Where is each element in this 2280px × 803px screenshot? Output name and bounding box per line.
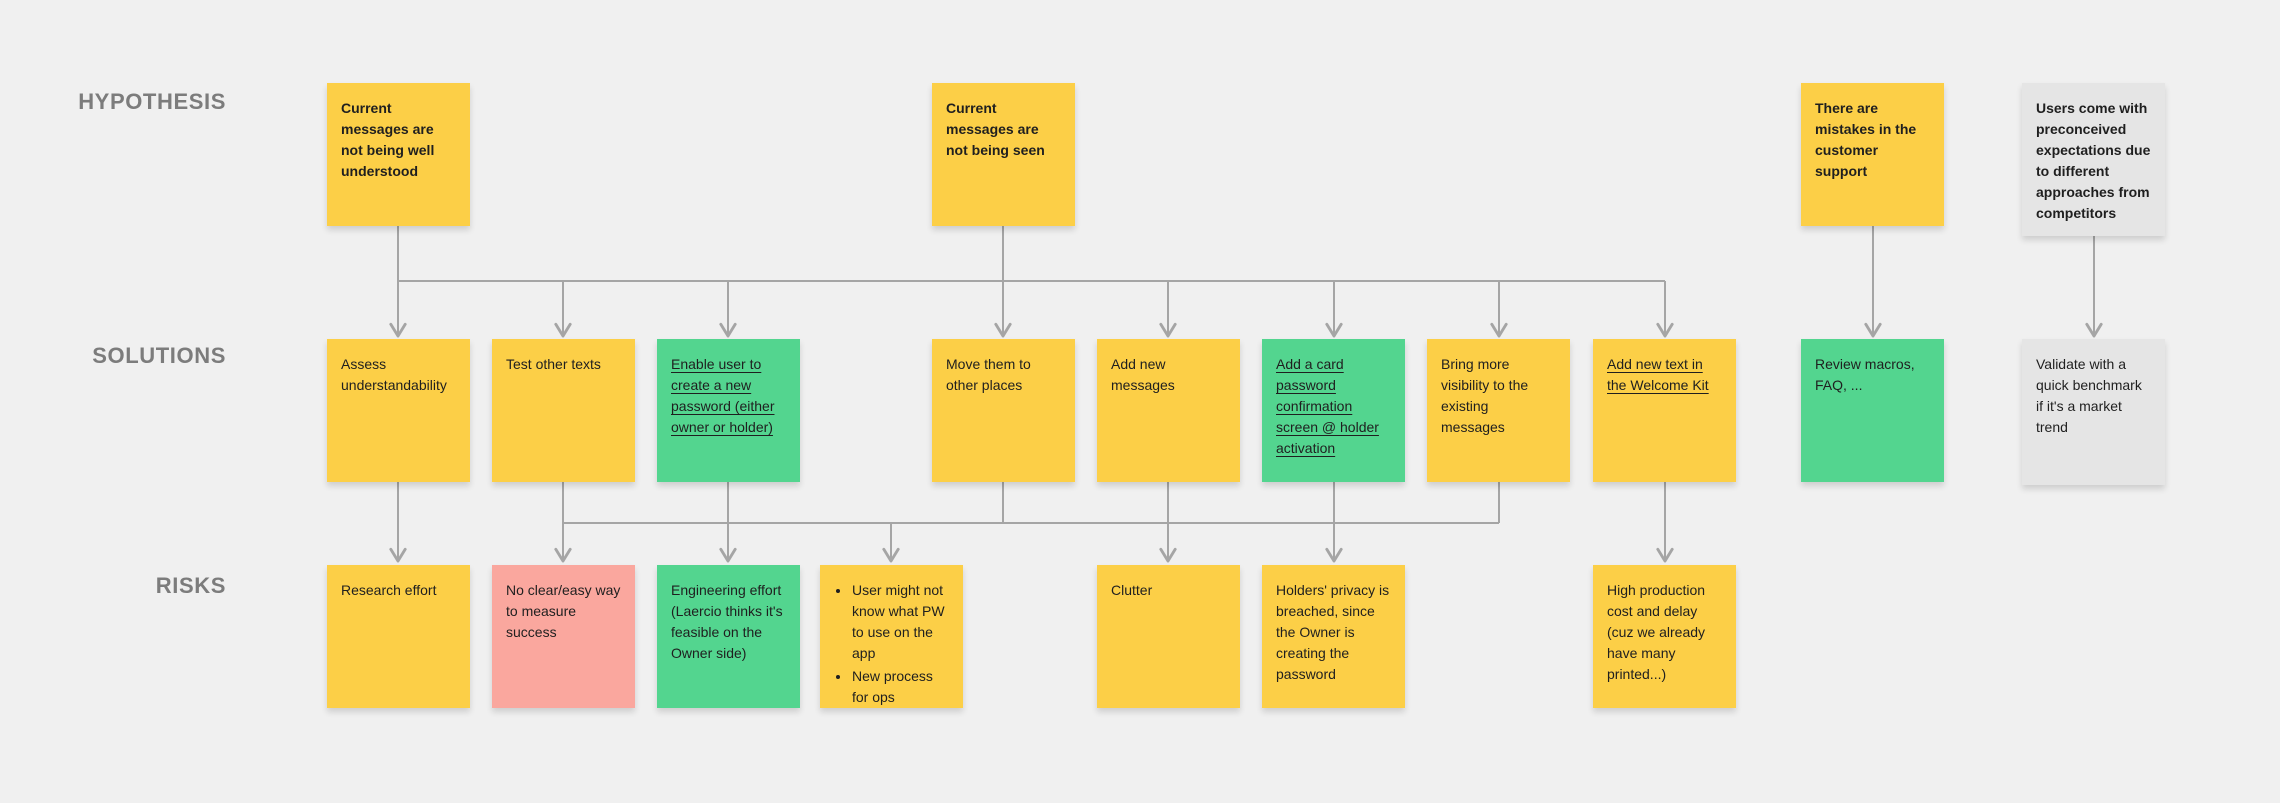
sticky-note-solution-8[interactable]: Add new text in the Welcome Kit — [1593, 339, 1736, 482]
note-text: Add new text in the Welcome Kit — [1607, 356, 1709, 393]
sticky-note-risk-5[interactable]: Clutter — [1097, 565, 1240, 708]
note-bullet-item: New process for ops — [851, 666, 949, 708]
note-text: No clear/easy way to measure success — [506, 582, 621, 640]
note-bullet-item: User might not know what PW to use on th… — [851, 580, 949, 664]
note-text: Validate with a quick benchmark if it's … — [2036, 356, 2142, 435]
note-text: Holders' privacy is breached, since the … — [1276, 582, 1390, 682]
sticky-note-hypothesis-3[interactable]: There are mistakes in the customer suppo… — [1801, 83, 1944, 226]
note-text: High production cost and delay (cuz we a… — [1607, 582, 1706, 682]
sticky-note-solution-2[interactable]: Test other texts — [492, 339, 635, 482]
sticky-note-risk-6[interactable]: Holders' privacy is breached, since the … — [1262, 565, 1405, 708]
connector-edges — [389, 226, 2103, 563]
sticky-note-solution-10[interactable]: Validate with a quick benchmark if it's … — [2022, 339, 2165, 485]
row-label-hypothesis[interactable]: HYPOTHESIS — [78, 89, 226, 114]
sticky-note-solution-3[interactable]: Enable user to create a new password (ei… — [657, 339, 800, 482]
note-text: Current messages are not being seen — [946, 100, 1045, 158]
note-text: Engineering effort (Laercio thinks it's … — [671, 582, 783, 661]
sticky-note-solution-6[interactable]: Add a card password confirmation screen … — [1262, 339, 1405, 482]
sticky-note-risk-7[interactable]: High production cost and delay (cuz we a… — [1593, 565, 1736, 708]
row-label-solutions[interactable]: SOLUTIONS — [92, 343, 226, 368]
sticky-note-solution-1[interactable]: Assess understandability — [327, 339, 470, 482]
note-text: Bring more visibility to the existing me… — [1441, 356, 1529, 435]
note-text: Users come with preconceived expectation… — [2036, 100, 2151, 221]
sticky-note-risk-1[interactable]: Research effort — [327, 565, 470, 708]
note-text: Assess understandability — [341, 356, 447, 393]
sticky-note-risk-2[interactable]: No clear/easy way to measure success — [492, 565, 635, 708]
sticky-note-hypothesis-4[interactable]: Users come with preconceived expectation… — [2022, 83, 2165, 236]
sticky-note-solution-5[interactable]: Add new messages — [1097, 339, 1240, 482]
note-text: Add new messages — [1111, 356, 1175, 393]
note-text: Add a card password confirmation screen … — [1276, 356, 1379, 456]
sticky-note-solution-4[interactable]: Move them to other places — [932, 339, 1075, 482]
note-text: Test other texts — [506, 356, 601, 372]
note-bullet-list: User might not know what PW to use on th… — [834, 580, 949, 708]
note-text: Research effort — [341, 582, 437, 598]
sticky-note-risk-4[interactable]: User might not know what PW to use on th… — [820, 565, 963, 708]
row-label-risks[interactable]: RISKS — [155, 573, 226, 598]
note-text: Review macros, FAQ, ... — [1815, 356, 1915, 393]
note-text: There are mistakes in the customer suppo… — [1815, 100, 1917, 179]
sticky-note-risk-3[interactable]: Engineering effort (Laercio thinks it's … — [657, 565, 800, 708]
sticky-note-hypothesis-1[interactable]: Current messages are not being well unde… — [327, 83, 470, 226]
sticky-note-solution-7[interactable]: Bring more visibility to the existing me… — [1427, 339, 1570, 482]
note-text: Move them to other places — [946, 356, 1031, 393]
sticky-note-hypothesis-2[interactable]: Current messages are not being seen — [932, 83, 1075, 226]
note-text: Clutter — [1111, 582, 1153, 598]
note-text: Current messages are not being well unde… — [341, 100, 435, 179]
note-text: Enable user to create a new password (ei… — [671, 356, 775, 435]
sticky-note-solution-9[interactable]: Review macros, FAQ, ... — [1801, 339, 1944, 482]
